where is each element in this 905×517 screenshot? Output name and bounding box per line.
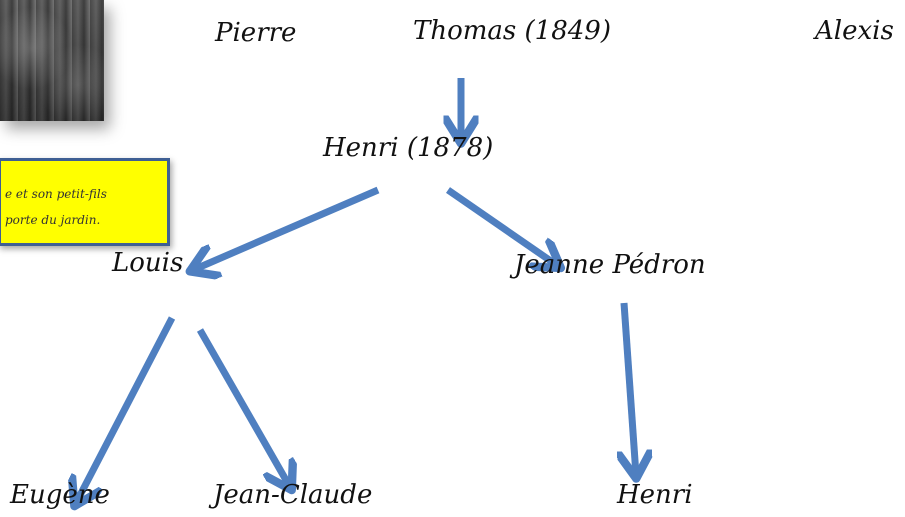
person-louis: Louis	[112, 248, 184, 278]
old-photo	[0, 0, 104, 121]
caption-line-2: porte du jardin.	[5, 213, 101, 227]
arrow-henri-jeanne	[446, 187, 558, 266]
caption-box: e et son petit-fils porte du jardin.	[0, 158, 170, 246]
person-pierre: Pierre	[215, 18, 297, 48]
photo-icon	[0, 0, 104, 121]
person-henri: Henri	[617, 480, 693, 510]
arrow-jeanne-henri	[624, 302, 636, 475]
person-jean-claude: Jean-Claude	[213, 480, 373, 510]
arrow-louis-jeanclaude	[196, 328, 290, 487]
caption-line-1: e et son petit-fils	[5, 187, 107, 201]
person-eugene: Eugène	[10, 480, 110, 510]
person-henri-1878: Henri (1878)	[323, 133, 494, 163]
arrow-louis-eugene	[76, 316, 176, 503]
person-jeanne-pedron: Jeanne Pédron	[514, 250, 706, 280]
person-thomas: Thomas (1849)	[413, 16, 611, 46]
arrow-henri-louis	[193, 186, 380, 270]
person-alexis: Alexis	[815, 16, 894, 46]
